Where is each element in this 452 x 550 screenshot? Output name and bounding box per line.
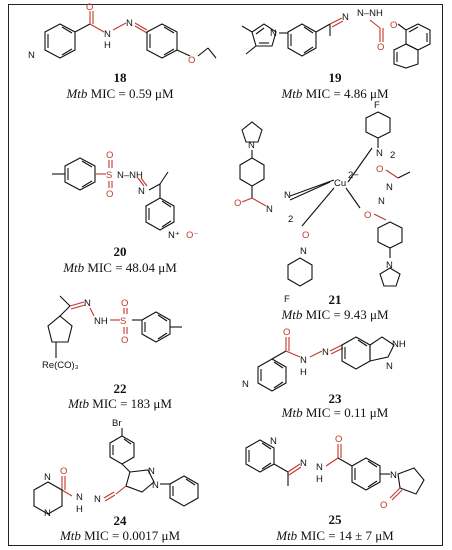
atom-o: O xyxy=(86,2,93,13)
atom-o2: O xyxy=(106,189,113,200)
atom-f2: F xyxy=(284,294,290,305)
atom-n: N xyxy=(270,28,277,39)
atom-o: O xyxy=(377,42,384,53)
atom-o: O xyxy=(335,434,342,445)
atom-n: N xyxy=(28,50,35,61)
atom-o: O xyxy=(283,327,290,338)
compound-19-number: 19 xyxy=(328,70,342,85)
atom-nh: N xyxy=(104,29,111,40)
organism: Mtb xyxy=(68,396,90,411)
compound-24-mic: Mtb MIC = 0.0017 μM xyxy=(59,528,181,543)
compound-25-number: 25 xyxy=(328,512,342,527)
organism: Mtb xyxy=(63,260,85,275)
atom-nplus: N⁺ xyxy=(168,230,180,241)
atom-n: N xyxy=(242,379,249,390)
atom-n-pyrazole: N xyxy=(148,466,155,477)
organism: Mtb xyxy=(59,528,81,543)
compound-20-number: 20 xyxy=(113,244,127,259)
atom-o2: O xyxy=(121,335,128,346)
compound-18-structure: N O N H N O xyxy=(20,2,220,68)
atom-nh: N–NH xyxy=(117,170,143,181)
compound-19-mic: Mtb MIC = 4.86 μM xyxy=(281,86,389,101)
organism: Mtb xyxy=(281,307,303,322)
atom-n-pyrrole: N xyxy=(248,140,255,151)
organism: Mtb xyxy=(281,86,303,101)
atom-n4: N xyxy=(386,182,393,193)
rhenium-tricarbonyl: Re(CO)₃ xyxy=(42,360,79,371)
atom-n: N xyxy=(266,204,273,215)
atom-f: F xyxy=(374,100,380,111)
compound-22-structure: N NH S O O Re(CO)₃ xyxy=(20,290,220,390)
atom-nh: N xyxy=(300,355,307,366)
atom-h: H xyxy=(316,474,323,485)
atom-n: N xyxy=(84,298,91,309)
atom-n3: N xyxy=(376,148,383,159)
compound-25-structure: N N N H O N O xyxy=(230,428,440,518)
atom-n2: N xyxy=(322,347,329,358)
atom-nh-indazole: NH xyxy=(392,339,406,350)
atom-n: N xyxy=(138,186,145,197)
compound-22-number: 22 xyxy=(113,381,127,396)
atom-o: O xyxy=(60,466,67,477)
atom-o2: O xyxy=(376,164,383,175)
atom-o: O xyxy=(121,298,128,309)
organism: Mtb xyxy=(276,528,298,543)
atom-n6: N xyxy=(300,246,307,257)
organism: Mtb xyxy=(281,405,303,420)
atom-n2: N xyxy=(342,12,349,23)
atom-o3: O xyxy=(364,210,371,221)
compound-25-mic: Mtb MIC = 14 ± 7 μM xyxy=(276,528,394,543)
atom-n-pyrrole2: N xyxy=(386,260,393,271)
figure-frame xyxy=(8,4,443,546)
label-2: 2 xyxy=(390,150,395,161)
atom-br: Br xyxy=(112,418,122,429)
atom-h: H xyxy=(300,367,307,378)
atom-o4: O xyxy=(302,230,309,241)
atom-n-pyrazine: N xyxy=(44,472,51,483)
atom-n-pyridine: N xyxy=(270,436,277,447)
compound-19-structure: N N N–NH O O xyxy=(230,6,440,69)
atom-h: H xyxy=(104,40,111,51)
compound-20-mic: Mtb MIC = 48.04 μM xyxy=(63,260,177,275)
label-2b: 2 xyxy=(288,214,293,225)
charge: 2− xyxy=(348,170,359,181)
atom-n: N xyxy=(300,458,307,469)
atom-n-indazole: N xyxy=(386,361,393,372)
compound-23-structure: N O N H N NH N xyxy=(230,325,440,393)
atom-s: S xyxy=(106,170,112,181)
organism: Mtb xyxy=(66,86,88,101)
compound-23-mic: Mtb MIC = 0.11 μM xyxy=(281,405,389,420)
atom-o: O xyxy=(106,150,113,161)
atom-n-lactam: N xyxy=(390,470,397,481)
compound-20-structure: S O O N–NH N N⁺ O⁻ xyxy=(20,140,220,241)
compound-24-number: 24 xyxy=(113,513,127,528)
atom-nh: N xyxy=(76,492,83,503)
atom-nh: NH xyxy=(94,316,108,327)
compound-23-number: 23 xyxy=(328,391,342,406)
compound-22-mic: Mtb MIC = 183 μM xyxy=(68,396,172,411)
atom-nh: N–NH xyxy=(357,8,383,19)
atom-cu: Cu xyxy=(334,178,346,189)
atom-n-pyrazine2: N xyxy=(44,508,51,519)
atom-h: H xyxy=(76,504,83,515)
atom-s: S xyxy=(120,316,126,327)
atom-o: O xyxy=(234,198,241,209)
atom-o2: O xyxy=(390,20,397,31)
atom-o-ether: O xyxy=(188,55,195,66)
atom-ominus: O⁻ xyxy=(186,230,198,241)
atom-n-pyrazole2: N xyxy=(152,480,159,491)
atom-n2: N xyxy=(94,494,101,505)
atom-n5: N xyxy=(378,196,385,207)
atom-o-lactam: O xyxy=(380,500,387,511)
compound-18-number: 18 xyxy=(113,70,127,85)
atom-n2: N xyxy=(126,18,133,29)
compound-18-mic: Mtb MIC = 0.59 μM xyxy=(66,86,174,101)
compound-21-structure: N O N N Cu 2− F N 2 O N N O N 2 O N F xyxy=(230,100,440,308)
compound-24-structure: Br N N N N H O N N xyxy=(20,418,220,519)
atom-n2: N xyxy=(284,190,291,201)
atom-nh: N xyxy=(316,462,323,473)
compound-21-mic: Mtb MIC = 9.43 μM xyxy=(281,307,389,322)
compound-21-number: 21 xyxy=(328,292,342,307)
